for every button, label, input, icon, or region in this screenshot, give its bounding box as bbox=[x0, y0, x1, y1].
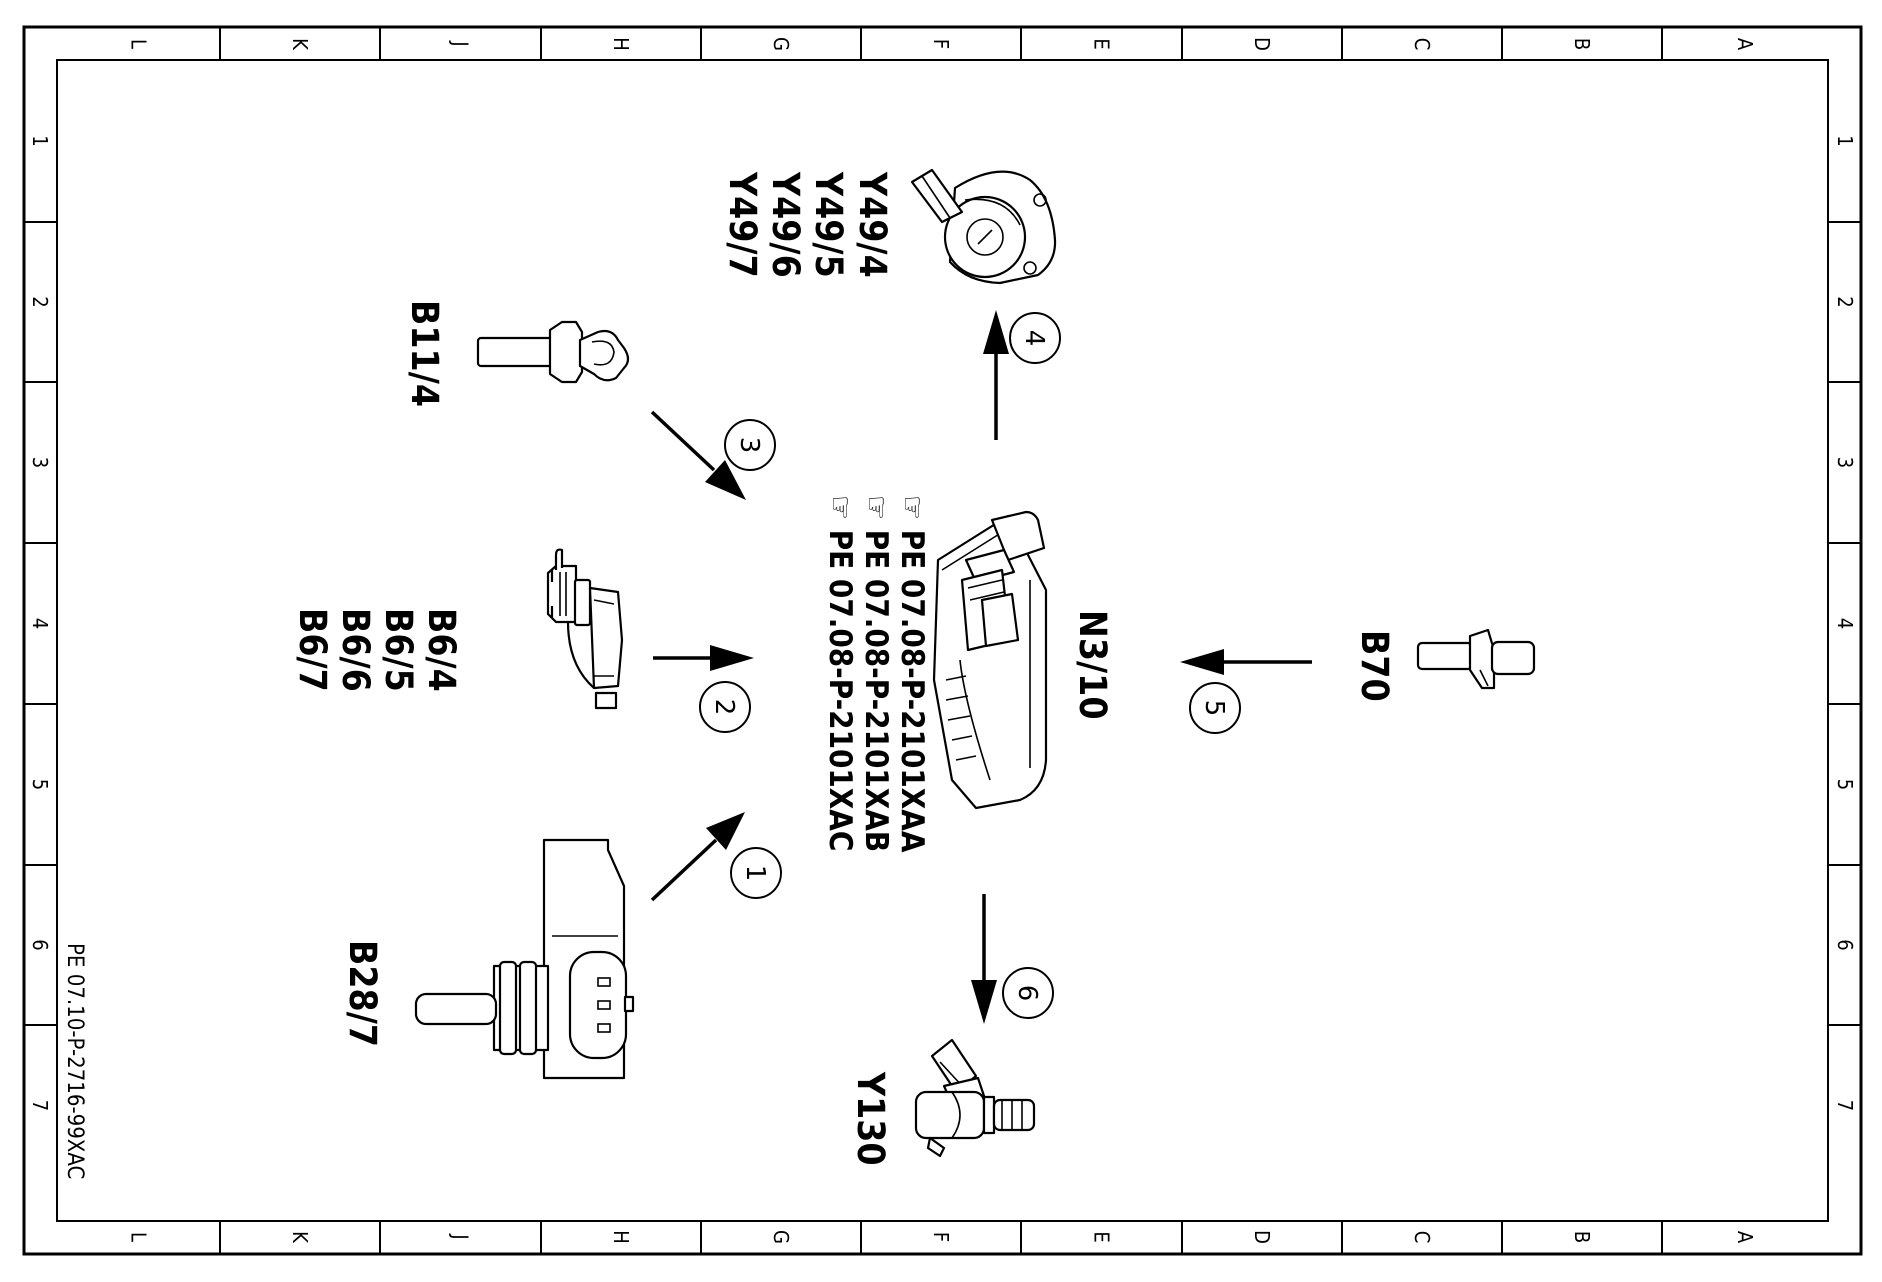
label-n3-10: N3/10 bbox=[1071, 610, 1114, 720]
label-b11-4: B11/4 bbox=[403, 300, 446, 407]
label-b6-7: B6/7 bbox=[291, 608, 334, 692]
arrow-2: 2 bbox=[653, 645, 754, 733]
frame-column-label-bottom: A bbox=[1733, 1231, 1757, 1244]
label-y130: Y130 bbox=[849, 1071, 892, 1166]
frame-row-label-left: 3 bbox=[28, 457, 52, 468]
arrow-3: 3 bbox=[650, 410, 776, 500]
frame-row-label-right: 3 bbox=[1833, 457, 1857, 468]
component-y130-valve bbox=[914, 1038, 1036, 1158]
frame-row-label-left: 2 bbox=[28, 296, 52, 307]
frame-row-label-right: 2 bbox=[1833, 296, 1857, 307]
frame-row-label-left: 6 bbox=[28, 939, 52, 950]
frame-column-label-bottom: G bbox=[769, 1230, 793, 1244]
frame-row-label-right: 5 bbox=[1833, 779, 1857, 790]
frame-column-label-top: B bbox=[1570, 38, 1594, 50]
frame-column-label-top: D bbox=[1250, 37, 1274, 51]
frame-column-label-top: K bbox=[288, 38, 312, 51]
frame-column-label-top: J bbox=[449, 40, 473, 46]
label-y49-7: Y49/7 bbox=[721, 171, 764, 278]
label-y49-group: Y49/4 Y49/5 Y49/6 Y49/7 bbox=[721, 171, 894, 278]
frame-column-label-bottom: K bbox=[288, 1231, 312, 1244]
arrow-3-number: 3 bbox=[734, 437, 764, 454]
arrow-5: 5 bbox=[1180, 649, 1312, 734]
frame-row-label-left: 4 bbox=[28, 618, 52, 629]
frame-row-label-right: 6 bbox=[1833, 939, 1857, 950]
document-id: PE 07.10-P-2716-99XAC bbox=[62, 943, 87, 1179]
component-y49-camshaft-adjuster bbox=[910, 168, 1057, 285]
component-n3-10-control-unit bbox=[932, 510, 1048, 810]
label-b70: B70 bbox=[1353, 630, 1396, 702]
frame-row-label-right: 1 bbox=[1833, 135, 1857, 146]
arrow-1: 1 bbox=[650, 812, 782, 902]
arrow-5-number: 5 bbox=[1199, 700, 1229, 717]
frame-row-label-right: 4 bbox=[1833, 618, 1857, 629]
frame-column-label-top: A bbox=[1733, 38, 1757, 51]
frame-row-label-left: 1 bbox=[28, 135, 52, 146]
frame-column-label-bottom: H bbox=[609, 1230, 633, 1244]
frame-row-label-left: 7 bbox=[28, 1100, 52, 1111]
reference-list: ☞ PE 07.08-P-2101XAA ☞ PE 07.08-P-2101XA… bbox=[822, 495, 930, 853]
arrow-2-number: 2 bbox=[709, 699, 739, 716]
frame-row-label-left: 5 bbox=[28, 779, 52, 790]
frame-column-label-bottom: J bbox=[449, 1233, 473, 1239]
reference-1: ☞ PE 07.08-P-2101XAA bbox=[894, 495, 930, 853]
label-y49-5: Y49/5 bbox=[807, 171, 850, 278]
label-b6-5: B6/5 bbox=[377, 608, 420, 692]
component-b70-crankshaft-sensor bbox=[1416, 628, 1536, 690]
arrow-4: 4 bbox=[983, 310, 1061, 440]
frame-column-label-bottom: E bbox=[1090, 1231, 1114, 1242]
label-b6-4: B6/4 bbox=[420, 608, 463, 692]
reference-3: ☞ PE 07.08-P-2101XAC bbox=[822, 495, 858, 851]
label-y49-6: Y49/6 bbox=[764, 171, 807, 278]
frame-column-label-bottom: F bbox=[929, 1232, 953, 1242]
frame-column-label-top: E bbox=[1090, 38, 1114, 49]
frame-column-label-top: H bbox=[609, 37, 633, 51]
arrow-6: 6 bbox=[971, 894, 1054, 1024]
frame-column-label-bottom: B bbox=[1570, 1231, 1594, 1243]
label-b6-group: B6/4 B6/5 B6/6 B6/7 bbox=[291, 608, 463, 692]
component-b11-4-temperature-sensor bbox=[476, 320, 630, 384]
arrow-6-number: 6 bbox=[1012, 985, 1042, 1002]
label-y49-4: Y49/4 bbox=[851, 171, 894, 278]
frame-column-label-top: G bbox=[769, 37, 793, 51]
reference-2: ☞ PE 07.08-P-2101XAB bbox=[858, 495, 894, 852]
arrow-4-number: 4 bbox=[1019, 330, 1049, 347]
component-b28-7-pressure-sensor bbox=[414, 838, 635, 1080]
frame-column-label-top: L bbox=[127, 39, 151, 49]
label-b6-6: B6/6 bbox=[334, 608, 377, 692]
frame-column-label-bottom: D bbox=[1250, 1230, 1274, 1244]
frame-column-label-bottom: L bbox=[127, 1232, 151, 1242]
frame-column-label-top: F bbox=[929, 39, 953, 49]
label-b28-7: B28/7 bbox=[341, 940, 384, 1047]
frame-column-label-bottom: C bbox=[1410, 1231, 1434, 1244]
frame-row-label-right: 7 bbox=[1833, 1100, 1857, 1111]
arrow-1-number: 1 bbox=[740, 865, 770, 882]
frame-column-label-top: C bbox=[1410, 38, 1434, 51]
component-b6-camshaft-sensor bbox=[546, 548, 624, 710]
